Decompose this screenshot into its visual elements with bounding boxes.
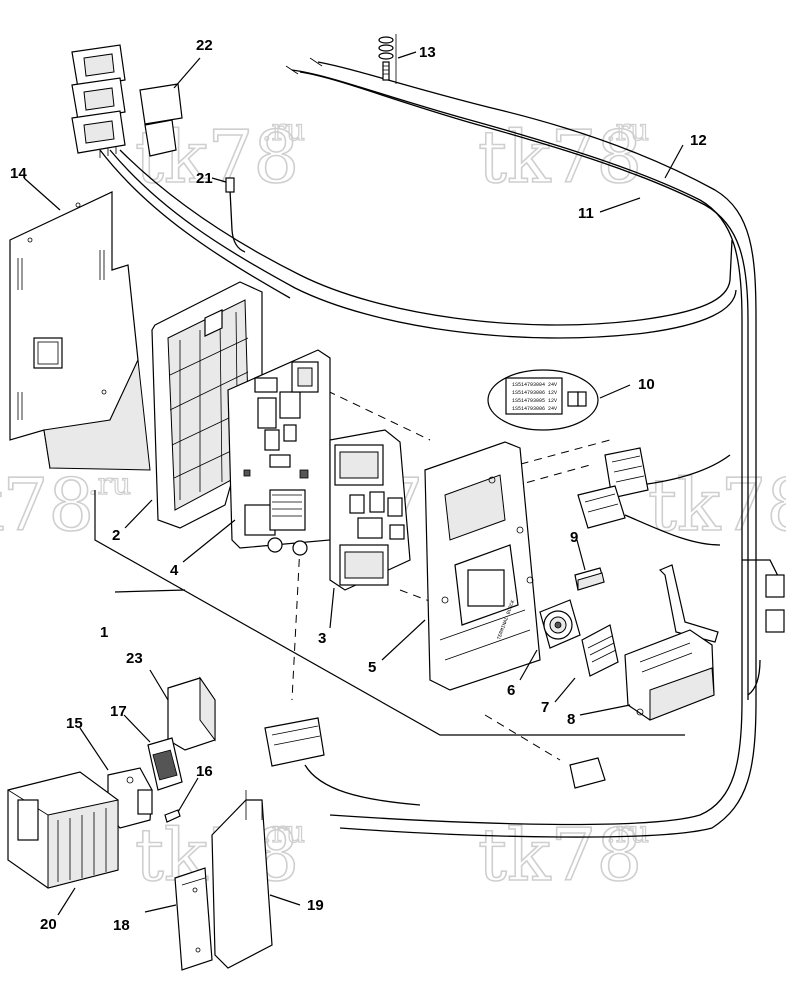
label-row-3-part: 1S514793005 (512, 398, 545, 404)
callout-15: 15 (66, 715, 83, 732)
callout-8: 8 (567, 711, 575, 728)
callout-21: 21 (196, 170, 213, 187)
harness-connectors (264, 447, 785, 789)
svg-text:.ru: .ru (262, 113, 305, 148)
callout-19: 19 (307, 897, 324, 914)
label-row-3-volt: 12V (548, 398, 557, 404)
callout-4: 4 (170, 562, 179, 579)
callout-14: 14 (10, 165, 27, 182)
callout-22: 22 (196, 37, 213, 54)
main-wire-harness (99, 57, 781, 838)
part-21-wire-terminal (225, 177, 246, 253)
part-14-mounting-bracket (9, 191, 151, 471)
svg-text:1S514793004 24V: 1S514793004 24V (512, 382, 557, 388)
part-1-plate-outline (94, 490, 685, 736)
part-8-module-bracket (624, 564, 719, 721)
callout-11: 11 (578, 205, 594, 222)
svg-text:.ru: .ru (606, 113, 649, 148)
svg-text:.ru: .ru (606, 815, 649, 850)
watermark-bottom-right: tk78 .ru (477, 812, 650, 898)
part-9-clip (574, 567, 605, 591)
part-10-label-card: 1S514793004 24V 1S514793006 12V 1S514793… (487, 369, 599, 431)
watermark-top-right: tk78 .ru (477, 112, 650, 199)
part-13-bolt-washers (378, 34, 397, 84)
label-row-1-part: 1S514793004 (512, 382, 545, 388)
label-row-4-part: 1S514793006 (512, 406, 545, 412)
callout-7: 7 (541, 699, 549, 716)
callout-23: 23 (126, 650, 143, 667)
part-4-circuit-board (227, 349, 331, 556)
svg-text:tk78: tk78 (648, 463, 786, 547)
callout-6: 6 (507, 682, 515, 699)
callout-leaders (23, 51, 684, 916)
part-22-relays (71, 44, 183, 158)
svg-text:tk78: tk78 (478, 115, 642, 199)
part-23-relay (167, 676, 216, 751)
callout-20: 20 (40, 916, 57, 933)
part-7-fan-guard (581, 624, 619, 677)
callout-17: 17 (110, 703, 127, 720)
watermark-middle-right: tk78 (647, 462, 786, 548)
part-20-contactor (7, 771, 119, 889)
part-18-bracket (174, 867, 213, 971)
svg-text:tk78: tk78 (478, 813, 642, 897)
assembly-guide-lines (291, 384, 611, 761)
callout-12: 12 (690, 132, 707, 149)
callout-1: 1 (100, 624, 108, 641)
label-row-1-volt: 24V (548, 382, 557, 388)
part-6-cooling-fan (539, 599, 581, 649)
label-row-2-volt: 12V (548, 390, 557, 396)
callout-numbers: 1 2 3 4 5 6 7 8 9 10 11 12 13 14 15 16 1… (10, 37, 707, 934)
svg-text:.ru: .ru (262, 815, 305, 850)
part-17-small-cover (147, 737, 183, 791)
watermark-middle-left: tk78 .ru (0, 462, 132, 548)
svg-text:1S514793005 12V: 1S514793005 12V (512, 398, 557, 404)
part-3-connector-board (329, 429, 411, 591)
callout-16: 16 (196, 763, 213, 780)
label-row-2-part: 1S514793006 (512, 390, 545, 396)
label-row-4-volt: 24V (548, 406, 557, 412)
label-card-rows: 1S514793004 24V 1S514793006 12V 1S514793… (512, 382, 557, 412)
svg-text:1S514793006 24V: 1S514793006 24V (512, 406, 557, 412)
part-5-base-plate: TERMINAL BLOCK (424, 441, 541, 691)
part-16-pin (164, 809, 181, 823)
callout-9: 9 (570, 529, 578, 546)
callout-5: 5 (368, 659, 376, 676)
callout-13: 13 (419, 44, 436, 61)
callout-3: 3 (318, 630, 326, 647)
svg-text:tk78: tk78 (0, 463, 94, 547)
callout-10: 10 (638, 376, 655, 393)
svg-text:1S514793006 12V: 1S514793006 12V (512, 390, 557, 396)
callout-18: 18 (113, 917, 130, 934)
callout-2: 2 (112, 527, 120, 544)
part-19-plate (211, 790, 273, 969)
